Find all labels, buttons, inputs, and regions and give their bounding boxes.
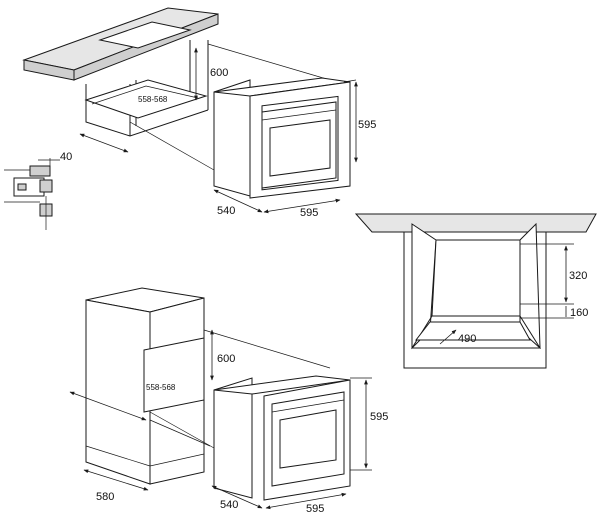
cutout-width-label: 558-568	[138, 95, 168, 104]
top-oven-width-label: 595	[300, 207, 318, 219]
top-oven-depth-label: 540	[217, 205, 235, 217]
cutout-height-label: 600	[210, 67, 228, 79]
bottom-oven-height-label: 595	[370, 411, 388, 423]
bottom-oven-width-label: 595	[306, 503, 324, 515]
dim-490-label: 490	[458, 333, 476, 345]
front-view-installation: 320 160 490	[354, 213, 597, 369]
dim-320-label: 320	[569, 270, 587, 282]
mounting-detail: 40	[4, 151, 72, 230]
bottom-oven-depth-label: 540	[220, 499, 238, 511]
dim-160-label: 160	[570, 307, 588, 319]
bottom-cutout-width-label: 558-568	[146, 383, 176, 392]
tall-cabinet-installation: 558-568 600 580 595 540 595	[69, 287, 388, 515]
bottom-cutout-height-label: 600	[217, 353, 235, 365]
detail-thickness-label: 40	[60, 151, 72, 163]
under-counter-installation: 558-568 600 595 540 595	[22, 7, 376, 219]
cabinet-depth-label: 580	[96, 491, 114, 503]
top-oven-height-label: 595	[358, 119, 376, 131]
